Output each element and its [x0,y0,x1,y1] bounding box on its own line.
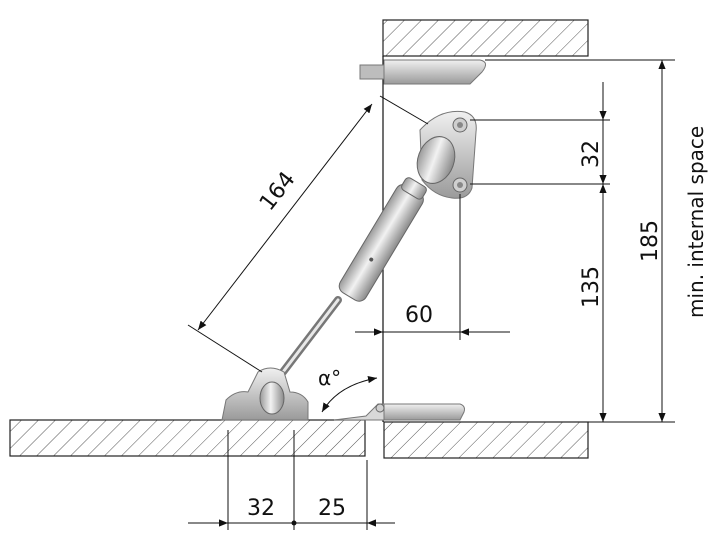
svg-text:164: 164 [255,167,301,215]
svg-text:25: 25 [318,496,346,521]
dim-32-vertical: 32 [579,82,607,184]
dim-185: 185 [638,60,666,422]
svg-text:135: 135 [579,266,604,308]
dim-25-bottom: 25 [294,496,395,527]
dim-135: 135 [579,184,607,422]
svg-text:32: 32 [579,140,604,168]
angle-label: α° [318,366,341,390]
lower-mount-base [221,367,309,421]
svg-text:32: 32 [247,496,275,521]
bottom-left-panel [9,419,366,457]
angle-arc [321,376,378,413]
piston-rod [279,296,342,376]
bottom-hinge [333,403,465,421]
upper-mount-bracket [416,110,477,199]
dim-bottom-extension-lines [227,430,368,530]
bottom-right-panel [383,421,589,459]
dim-60: 60 [355,194,510,340]
top-catch [359,59,486,85]
svg-text:185: 185 [638,220,663,262]
dim-32-bottom: 32 [188,496,297,527]
internal-space-label: min. internal space [684,126,708,318]
svg-text:60: 60 [405,303,433,328]
top-panel [382,19,589,57]
